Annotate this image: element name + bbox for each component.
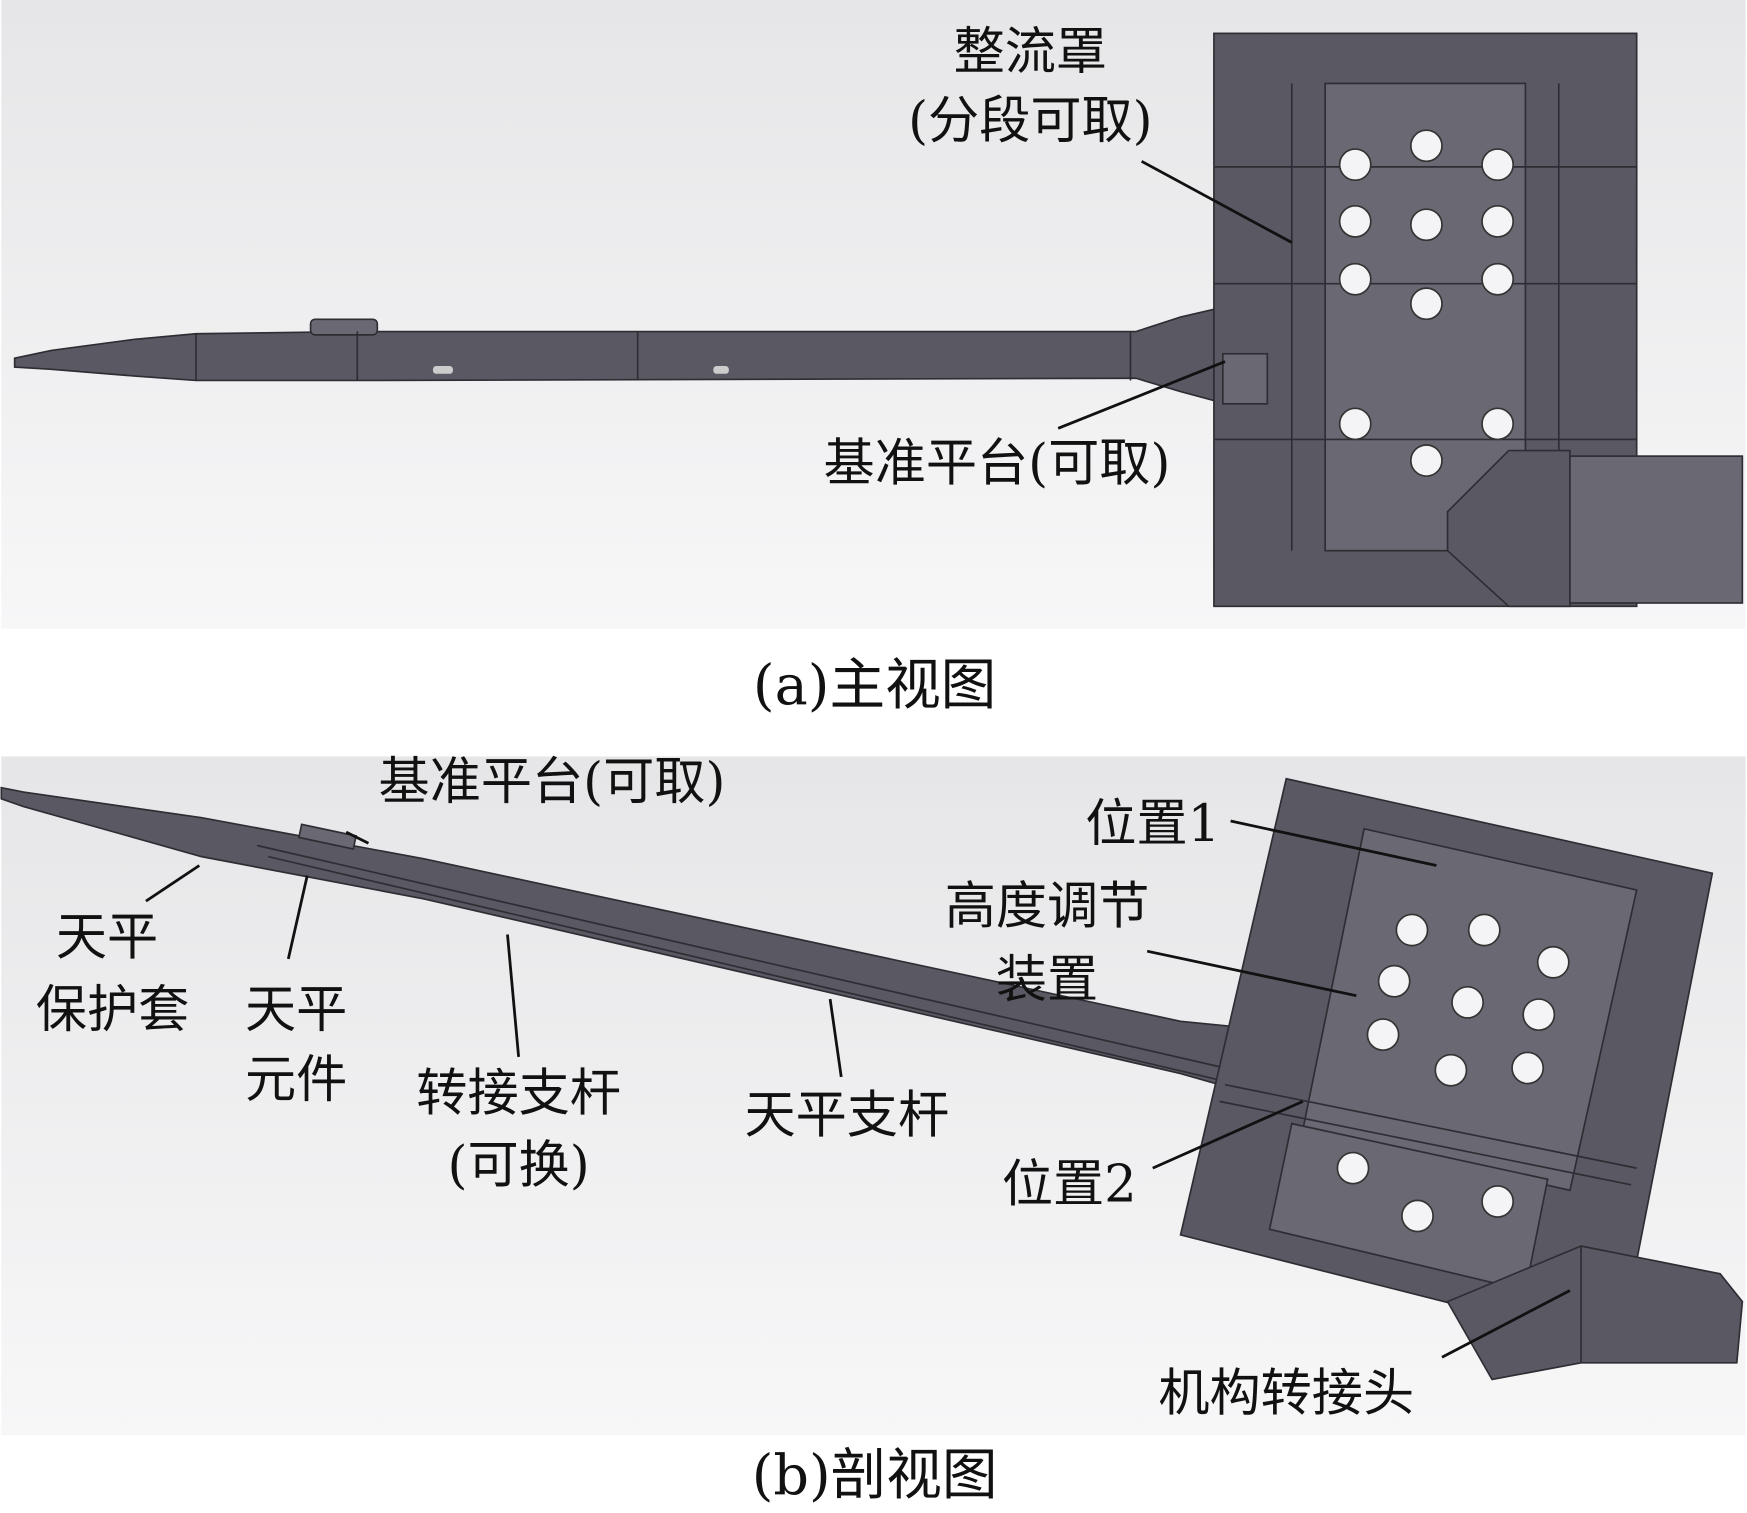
position1-label: 位置1 xyxy=(1085,795,1220,854)
position1-leader xyxy=(1230,819,1437,867)
position2-leader xyxy=(1152,1100,1304,1170)
fairing-leader-line xyxy=(1140,160,1293,244)
position2-label: 位置2 xyxy=(1002,1156,1137,1215)
mechanism-adapter-leader xyxy=(1441,1289,1571,1359)
balance-element-label: 天平 xyxy=(245,981,347,1040)
platform-leader-line xyxy=(1057,360,1226,430)
section-mechanism-adapter xyxy=(1446,1245,1744,1381)
fairing-label-sub: (分段可取) xyxy=(908,92,1153,151)
panel-b-section-view: 基准平台(可取) 位置1 高度调节 装置 天平 保护套 天平 元件 转接支杆 (… xyxy=(0,753,1746,1508)
fairing-label: 整流罩 xyxy=(954,23,1107,82)
mechanism-adapter-label: 机构转接头 xyxy=(1158,1365,1414,1424)
panel-a-front-view: 整流罩 (分段可取) 基准平台(可取) (a)主视图 xyxy=(1,0,1746,718)
mechanism-adapter-a xyxy=(1446,449,1744,608)
height-adjust-leader xyxy=(1146,949,1357,998)
adapter-rod-leader xyxy=(506,934,520,1058)
balance-rod-label: 天平支杆 xyxy=(744,1087,949,1146)
height-adjust-label-2: 装置 xyxy=(996,951,1098,1010)
reference-platform-b-label: 基准平台(可取) xyxy=(379,753,726,812)
reference-platform-label: 基准平台(可取) xyxy=(824,435,1171,494)
balance-element-label-2: 元件 xyxy=(245,1051,347,1110)
balance-rod-leader xyxy=(828,998,843,1078)
sting-probe xyxy=(13,308,1215,402)
section-sting xyxy=(0,786,1260,1097)
adapter-rod-label-2: (可换) xyxy=(447,1137,589,1196)
balance-sheath-label: 天平 xyxy=(56,909,158,968)
section-box xyxy=(1179,777,1714,1348)
adapter-rod-label: 转接支杆 xyxy=(416,1064,621,1123)
element-leader xyxy=(286,875,309,960)
height-adjust-label: 高度调节 xyxy=(945,877,1150,936)
panel-a-caption: (a)主视图 xyxy=(753,653,996,718)
sheath-leader xyxy=(145,864,201,903)
balance-sheath-label-2: 保护套 xyxy=(36,981,189,1040)
platform-b-leader xyxy=(345,830,370,845)
panel-b-caption: (b)剖视图 xyxy=(752,1443,998,1508)
